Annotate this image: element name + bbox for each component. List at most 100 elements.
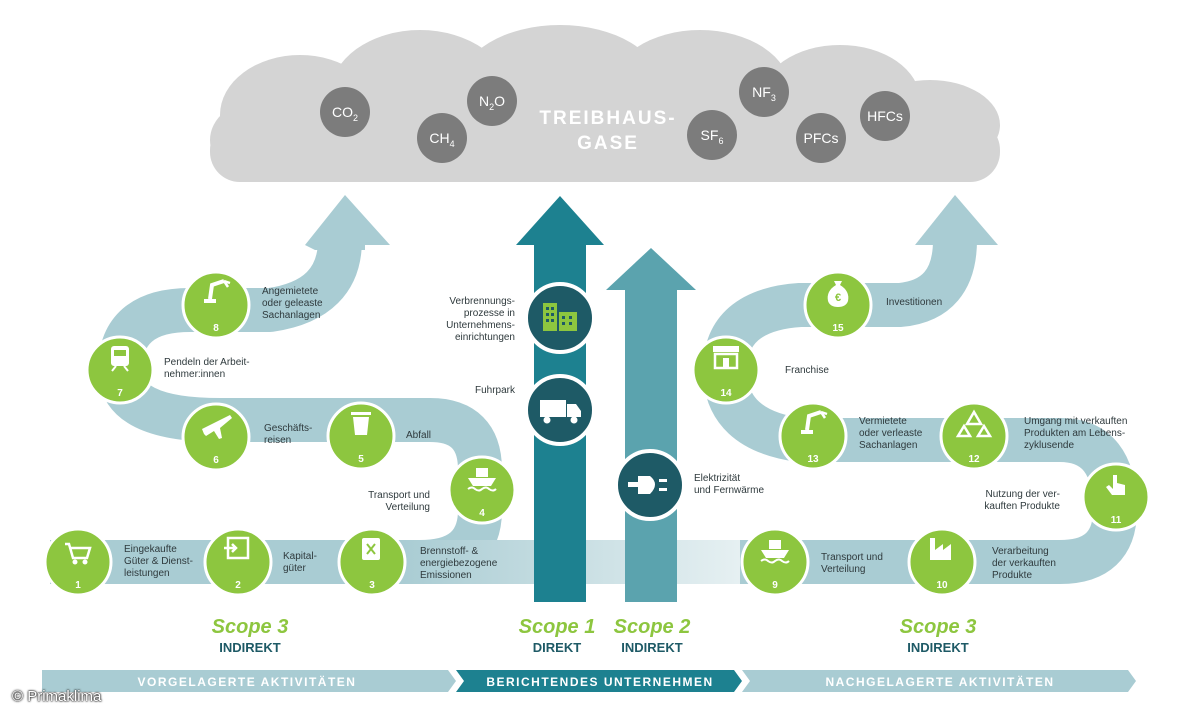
direct-label-combustion: Verbrennungs- prozesse in Unternehmens- … [446, 296, 515, 343]
gas-label-hfcs: HFCs [867, 108, 903, 124]
ship-icon [467, 468, 497, 492]
scope-2-title: Scope 2 [613, 616, 691, 638]
factory-icon [930, 538, 951, 560]
upstream-step-number: 2 [235, 580, 241, 591]
cloud-title-line1: TREIBHAUS- [539, 108, 676, 129]
band-upstream-label: VORGELAGERTE AKTIVITÄTEN [137, 675, 357, 689]
downstream-path-right [703, 239, 1137, 584]
robot-arm-icon [801, 410, 828, 434]
downstream-step-number: 13 [807, 454, 819, 465]
svg-text:€: € [835, 292, 841, 304]
band-downstream-label: NACHGELAGERTE AKTIVITÄTEN [825, 675, 1055, 689]
gas-pfcs [796, 113, 846, 163]
upstream-step-7: 7 [85, 335, 155, 405]
upstream-label-2: Kapital- güter [283, 551, 317, 574]
upstream-step-number: 3 [369, 580, 375, 591]
downstream-step-number: 14 [720, 388, 732, 399]
gas-sf6 [687, 110, 737, 160]
downstream-step-number: 15 [832, 323, 844, 334]
direct-label-electricity: Elektrizität und Fernwärme [694, 473, 765, 496]
hand-pointer-icon [1106, 475, 1125, 495]
scope-3-downstream-sub: INDIREKT [907, 640, 969, 655]
upstream-label-6: Geschäfts- reisen [264, 423, 313, 446]
gas-circles [320, 67, 910, 163]
upstream-label-4: Transport und Verteilung [368, 490, 430, 513]
upstream-step-3: 3 [337, 527, 407, 597]
gas-co2 [320, 87, 370, 137]
downstream-arrow-head [915, 195, 998, 245]
upstream-step-4: 4 [447, 455, 517, 525]
gas-label-co2: CO2 [332, 104, 358, 123]
upstream-step-number: 1 [75, 580, 81, 591]
upstream-step-number: 4 [479, 508, 485, 519]
upstream-label-5: Abfall [406, 430, 432, 441]
bottom-band [42, 670, 1136, 692]
band-company [456, 670, 742, 692]
scope-2-sub: INDIREKT [621, 640, 683, 655]
cloud-title-line2: GASE [577, 133, 639, 154]
ship-icon [760, 540, 790, 564]
downstream-step-15: €15 [803, 270, 873, 340]
train-icon [111, 346, 129, 372]
band-company-label: BERICHTENDES UNTERNEHMEN [486, 675, 714, 689]
downstream-step-10: 10 [907, 527, 977, 597]
downstream-step-number: 11 [1111, 515, 1122, 526]
scope2-arrow [606, 248, 696, 602]
scope-1-title: Scope 1 [518, 616, 596, 638]
upstream-label-7: Pendeln der Arbeit- nehmer:innen [164, 357, 250, 380]
buildings-icon [543, 303, 577, 331]
upstream-step-number: 8 [213, 323, 219, 334]
upstream-step-8: 8 [181, 270, 251, 340]
scope-3-downstream-title: Scope 3 [899, 616, 977, 638]
gas-ch4 [417, 113, 467, 163]
gas-hfcs [860, 91, 910, 141]
plug-icon [628, 476, 667, 494]
upstream-step-1: 1 [43, 527, 113, 597]
upstream-label-3: Brennstoff- & energiebezogene Emissionen [420, 546, 498, 581]
recycle-icon [955, 409, 993, 438]
robot-arm-icon [204, 279, 231, 303]
upstream-step-number: 7 [117, 388, 123, 399]
upstream-label-1: Eingekaufte Güter & Dienst- leistungen [124, 544, 193, 579]
downstream-step-number: 10 [936, 580, 948, 591]
login-box-icon [224, 536, 250, 560]
direct-circles [524, 282, 686, 521]
scope-3-upstream-sub: INDIREKT [219, 640, 281, 655]
downstream-step-11: 11 [1081, 462, 1151, 532]
gas-n2o [467, 76, 517, 126]
fuel-can-icon [362, 538, 380, 560]
downstream-label-9: Transport und Verteilung [821, 552, 883, 575]
cart-icon [65, 542, 92, 565]
upstream-step-number: 6 [213, 455, 219, 466]
downstream-label-14: Franchise [785, 365, 829, 376]
downstream-label-13: Vermietete oder verleaste Sachanlagen [859, 416, 923, 451]
downstream-label-11: Nutzung der ver- kauften Produkte [984, 489, 1060, 512]
upstream-step-5: 5 [326, 401, 396, 471]
downstream-step-12: 12 [939, 401, 1009, 471]
upstream-arrow-head [305, 195, 390, 250]
upstream-step-6: 6 [181, 402, 251, 472]
upstream-circles: 1 2 3 4 5 6 7 8 [43, 270, 517, 597]
downstream-circles: 9 10 11 12 13 14 €15 [691, 270, 1151, 597]
trash-icon [351, 412, 371, 435]
direct-label-fleet: Fuhrpark [474, 385, 515, 396]
plane-icon [202, 415, 232, 439]
upstream-step-2: 2 [203, 527, 273, 597]
money-bag-icon: € [827, 281, 849, 307]
gas-label-nf3: NF3 [752, 84, 776, 103]
gas-label-sf6: SF6 [701, 127, 724, 146]
downstream-label-12: Umgang mit verkauften Produkten am Leben… [1024, 416, 1128, 451]
downstream-step-number: 9 [772, 580, 778, 591]
scope-3-upstream-title: Scope 3 [211, 616, 289, 638]
band-upstream [42, 670, 456, 692]
truck-icon [540, 400, 581, 424]
upstream-step-number: 5 [358, 454, 364, 465]
gas-label-n2o: N2O [479, 93, 505, 112]
downstream-label-10: Verarbeitung der verkauften Produkte [992, 546, 1056, 581]
scope-1-sub: DIREKT [532, 640, 582, 655]
upstream-label-8: Angemietete oder geleaste Sachanlagen [262, 286, 323, 321]
gas-nf3 [739, 67, 789, 117]
downstream-step-14: 14 [691, 335, 761, 405]
